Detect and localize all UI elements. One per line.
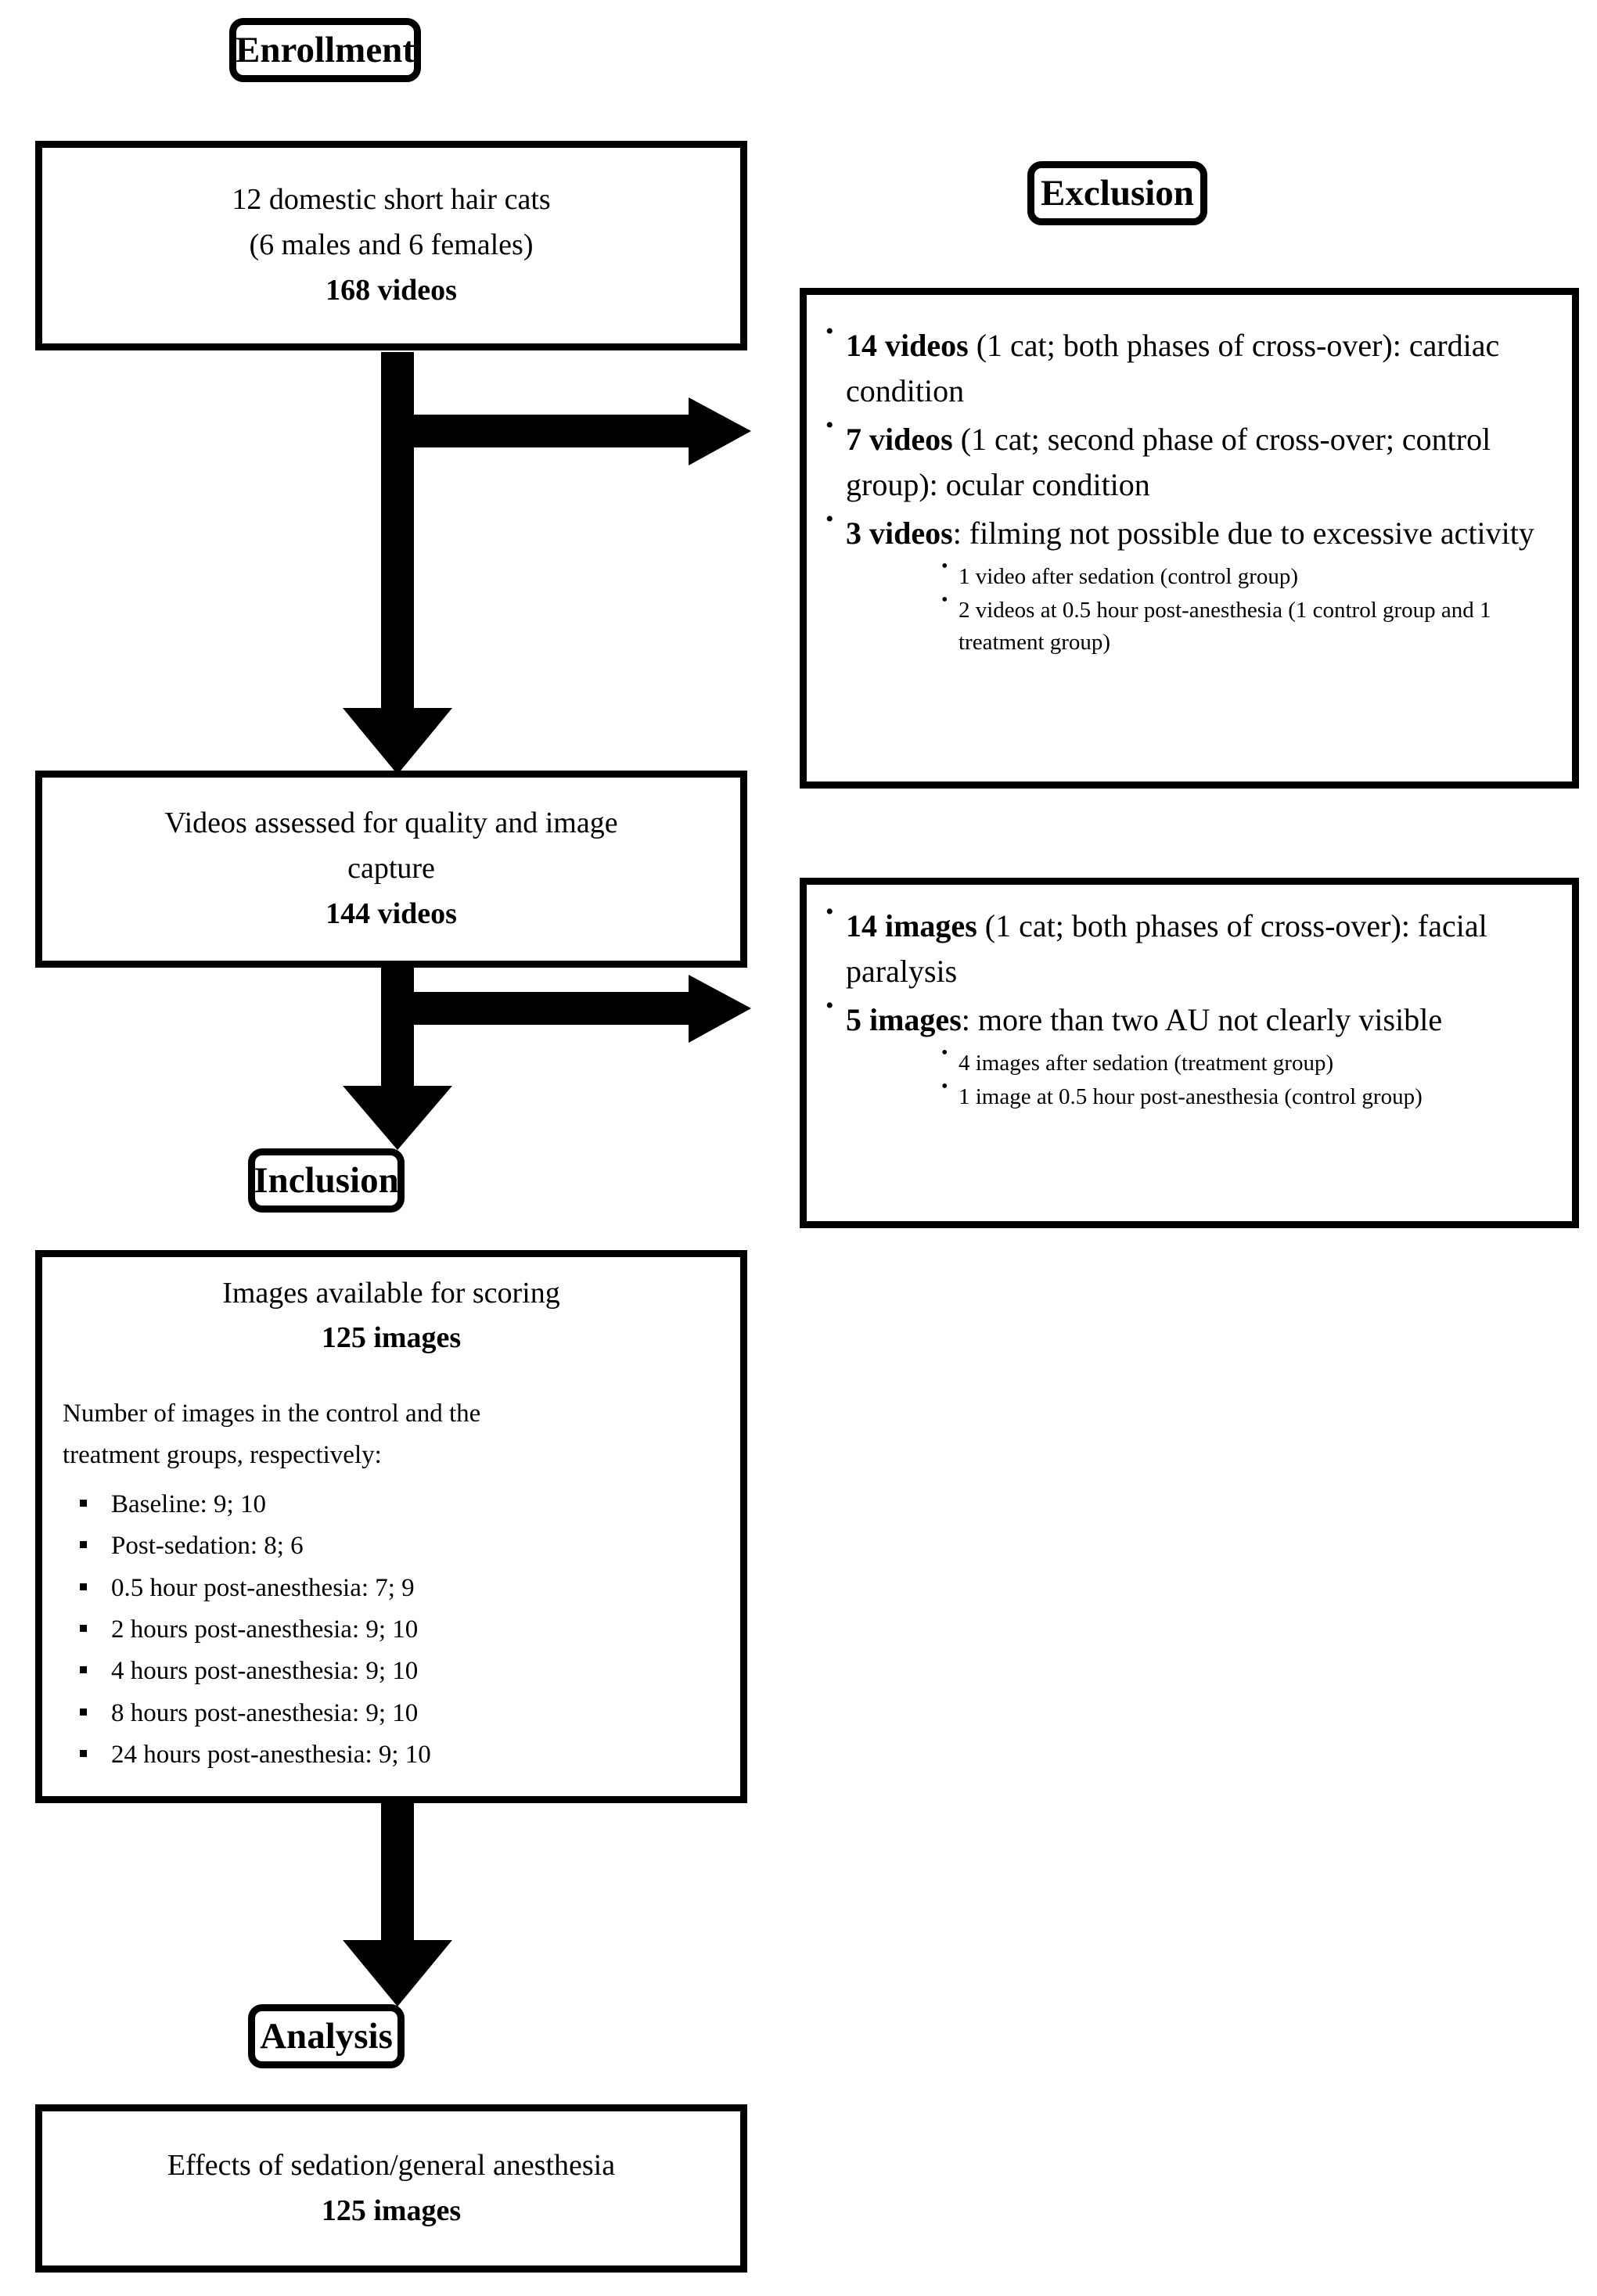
exclusion-item-lead: 3 videos xyxy=(846,516,953,551)
stage-pill-exclusion-label: Exclusion xyxy=(1041,172,1194,214)
box-analysis-effects: Effects of sedation/general anesthesia 1… xyxy=(35,2104,747,2273)
list-item: 8 hours post-anesthesia: 9; 10 xyxy=(63,1693,720,1734)
stage-pill-analysis: Analysis xyxy=(248,2004,405,2068)
inclusion-image-count: 125 images xyxy=(321,1321,462,1354)
list-item: 7 videos (1 cat; second phase of cross-o… xyxy=(819,414,1553,508)
connector-assessed-to-inclusion xyxy=(343,968,751,1150)
enrollment-video-count: 168 videos xyxy=(326,273,457,307)
exclusion-item-rest: (1 cat; both phases of cross-over): faci… xyxy=(846,908,1487,989)
exclusion-sub-list: 4 images after sedation (treatment group… xyxy=(846,1044,1553,1113)
exclusion-item-rest: (1 cat; second phase of cross-over; cont… xyxy=(846,422,1491,502)
list-item: 1 video after sedation (control group) xyxy=(938,557,1553,593)
list-item: 2 hours post-anesthesia: 9; 10 xyxy=(63,1609,720,1651)
exclusion-sub-list: 1 video after sedation (control group) 2… xyxy=(846,557,1553,659)
exclusion-item-rest: : filming not possible due to excessive … xyxy=(952,516,1534,551)
assessed-line-2: capture xyxy=(347,852,435,886)
box-exclusion-videos: 14 videos (1 cat; both phases of cross-o… xyxy=(800,288,1579,789)
connector-inclusion-to-analysis xyxy=(343,1803,452,2007)
analysis-image-count: 125 images xyxy=(321,2194,462,2227)
list-item: 14 videos (1 cat; both phases of cross-o… xyxy=(819,320,1553,414)
enrollment-line-1: 12 domestic short hair cats xyxy=(232,183,551,217)
list-item: 14 images (1 cat; both phases of cross-o… xyxy=(819,900,1553,994)
list-item: 4 hours post-anesthesia: 9; 10 xyxy=(63,1651,720,1692)
assessed-line-1: Videos assessed for quality and image xyxy=(164,807,618,840)
box-videos-assessed: Videos assessed for quality and image ca… xyxy=(35,771,747,968)
exclusion-item-lead: 7 videos xyxy=(846,422,953,457)
stage-pill-exclusion: Exclusion xyxy=(1027,161,1207,225)
exclusion-images-list: 14 images (1 cat; both phases of cross-o… xyxy=(819,900,1553,1116)
box-enrollment-participants: 12 domestic short hair cats (6 males and… xyxy=(35,141,747,350)
inclusion-heading: Images available for scoring xyxy=(222,1277,560,1310)
list-item: 0.5 hour post-anesthesia: 7; 9 xyxy=(63,1568,720,1609)
box-exclusion-images: 14 images (1 cat; both phases of cross-o… xyxy=(800,878,1579,1228)
enrollment-line-2: (6 males and 6 females) xyxy=(249,228,534,262)
exclusion-item-lead: 14 videos xyxy=(846,328,969,363)
list-item: 4 images after sedation (treatment group… xyxy=(938,1044,1553,1080)
exclusion-videos-list: 14 videos (1 cat; both phases of cross-o… xyxy=(819,320,1553,663)
list-item: Post-sedation: 8; 6 xyxy=(63,1525,720,1567)
exclusion-item-lead: 14 images xyxy=(846,908,977,943)
list-item: 5 images: more than two AU not clearly v… xyxy=(819,994,1553,1113)
inclusion-intro-line-1: Number of images in the control and the xyxy=(63,1400,481,1428)
box-images-available: Images available for scoring 125 images … xyxy=(35,1250,747,1803)
list-item: 3 videos: filming not possible due to ex… xyxy=(819,508,1553,659)
stage-pill-inclusion: Inclusion xyxy=(248,1148,405,1213)
analysis-line-1: Effects of sedation/general anesthesia xyxy=(167,2148,616,2182)
stage-pill-enrollment: Enrollment xyxy=(229,18,421,82)
assessed-video-count: 144 videos xyxy=(326,896,457,930)
list-item: Baseline: 9; 10 xyxy=(63,1484,720,1525)
inclusion-count-list: Baseline: 9; 10 Post-sedation: 8; 6 0.5 … xyxy=(63,1484,720,1777)
exclusion-item-rest: : more than two AU not clearly visible xyxy=(961,1002,1443,1037)
inclusion-intro-line-2: treatment groups, respectively: xyxy=(63,1440,382,1469)
list-item: 1 image at 0.5 hour post-anesthesia (con… xyxy=(938,1077,1553,1113)
exclusion-item-lead: 5 images xyxy=(846,1002,962,1037)
stage-pill-enrollment-label: Enrollment xyxy=(236,29,415,70)
list-item: 2 videos at 0.5 hour post-anesthesia (1 … xyxy=(938,591,1553,659)
connector-enrollment-to-assessed xyxy=(343,352,751,774)
stage-pill-inclusion-label: Inclusion xyxy=(254,1159,399,1201)
stage-pill-analysis-label: Analysis xyxy=(260,2015,393,2057)
exclusion-item-rest: (1 cat; both phases of cross-over): card… xyxy=(846,328,1500,408)
list-item: 24 hours post-anesthesia: 9; 10 xyxy=(63,1734,720,1776)
